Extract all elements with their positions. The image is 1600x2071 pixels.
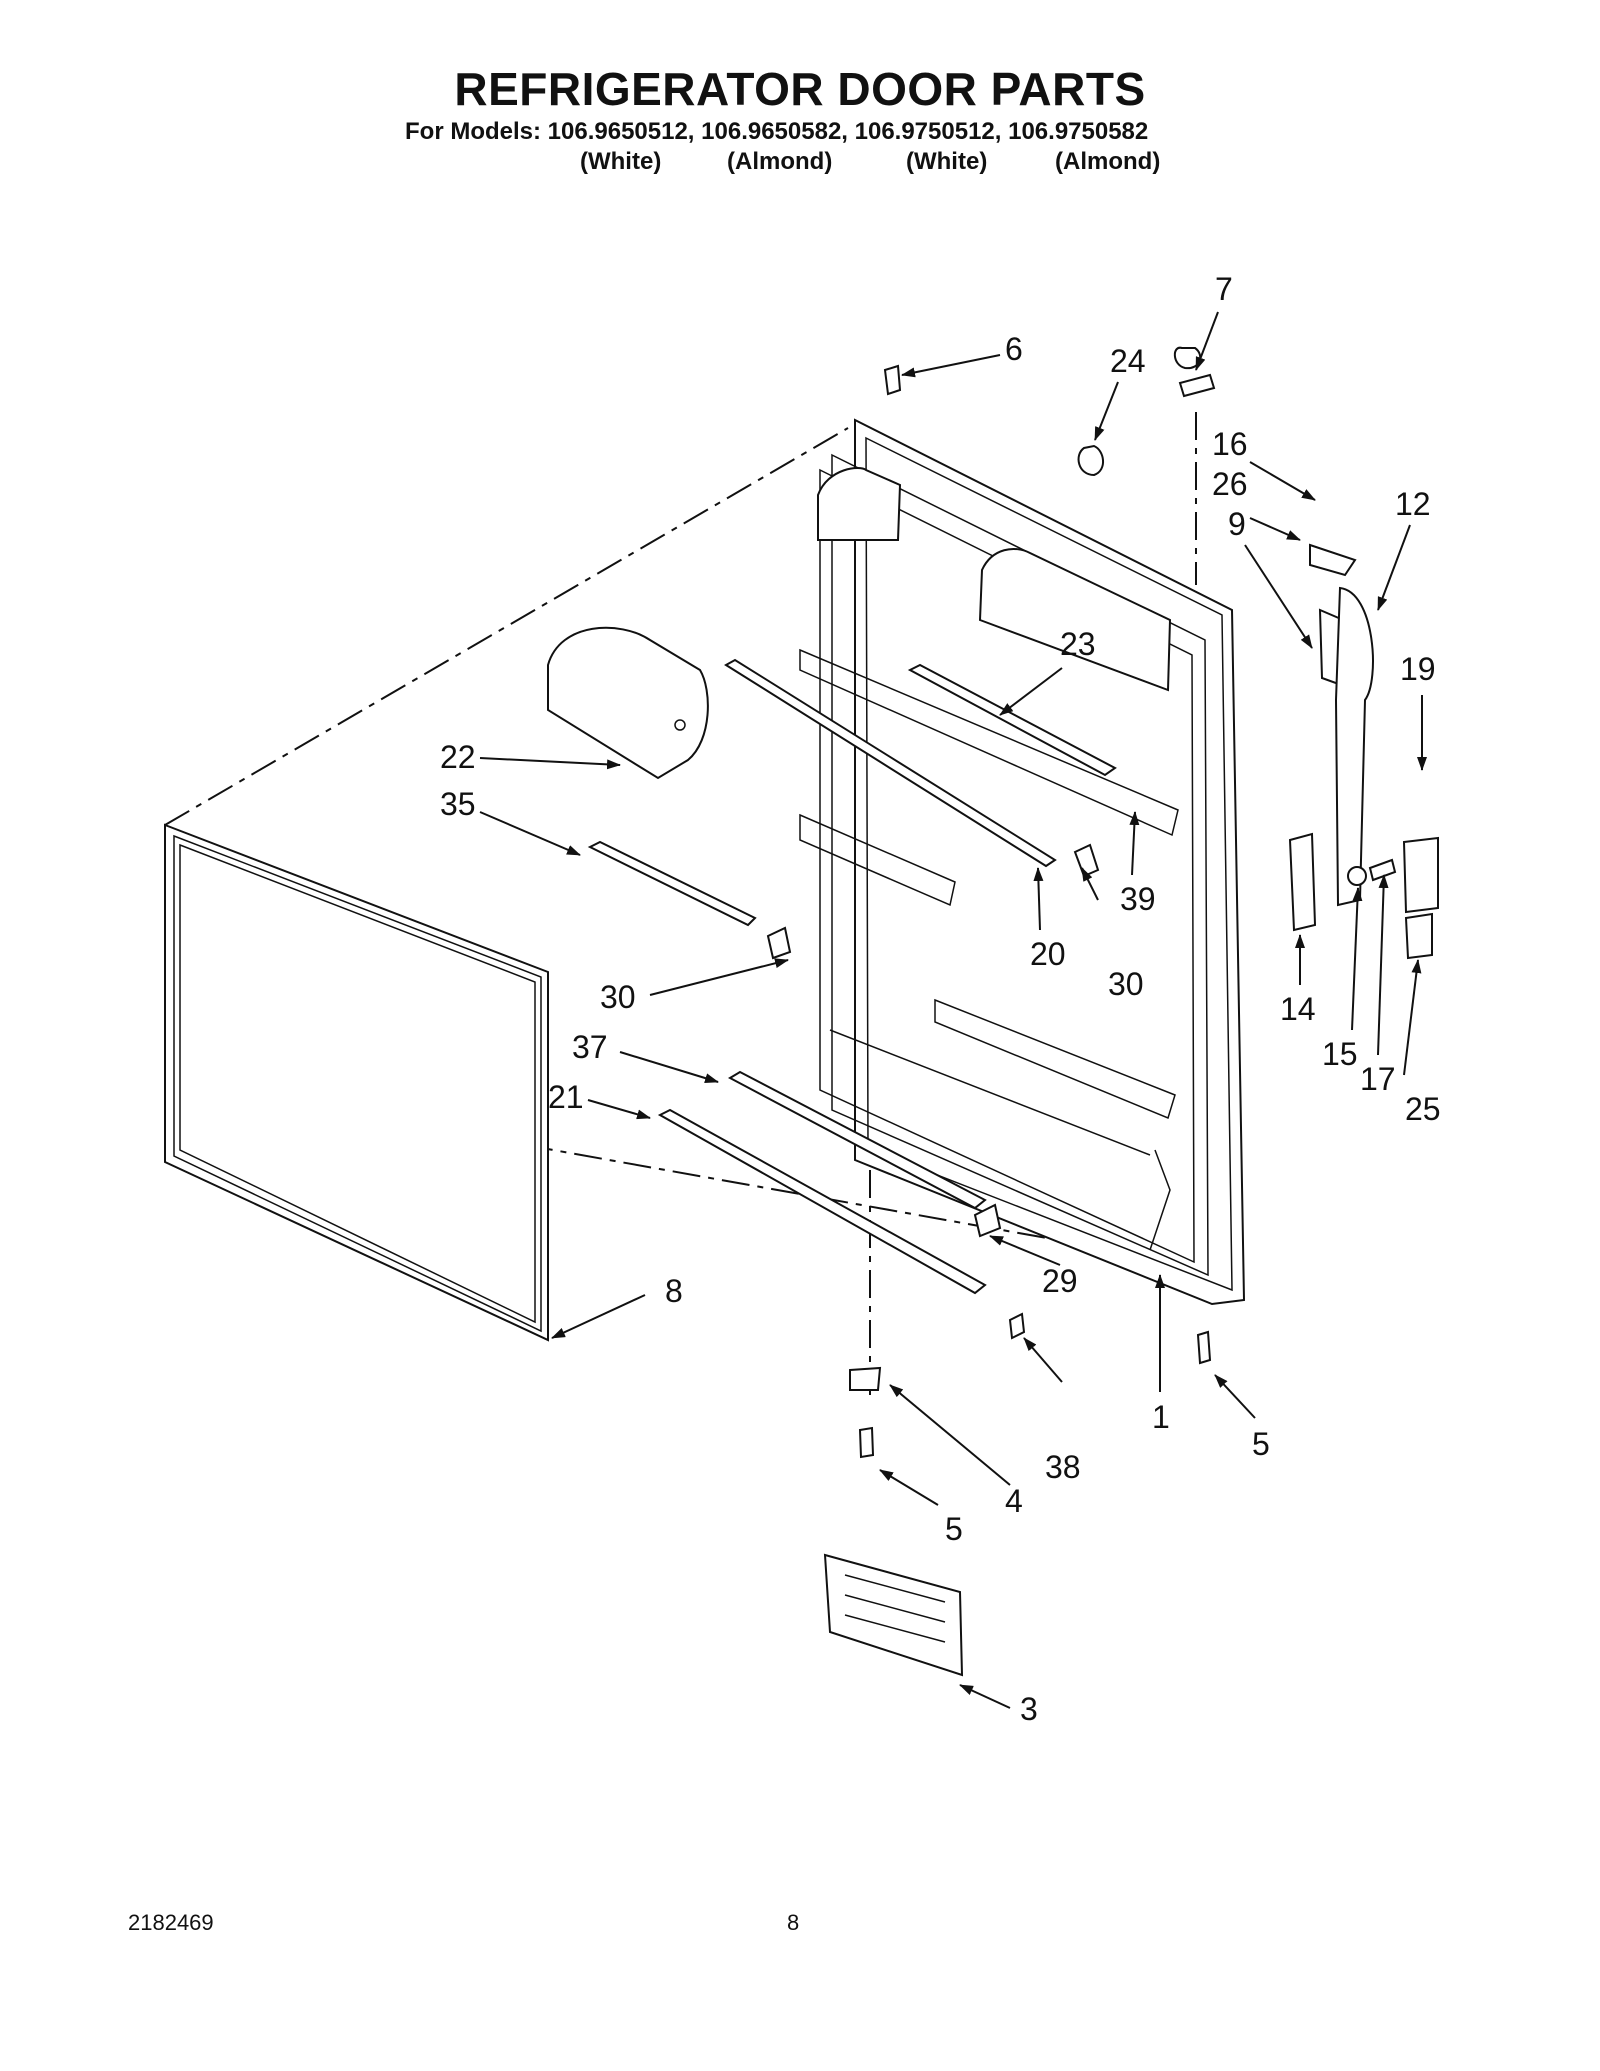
callout-numbers: 6 7 24 16 26 9 12 19 23 22 35 39 20 30 3… (440, 271, 1441, 1727)
color-label-white-2: (White) (906, 148, 988, 175)
callout-8: 8 (665, 1273, 683, 1309)
callout-17: 17 (1360, 1061, 1396, 1097)
callout-30-left: 30 (600, 979, 636, 1015)
callout-14: 14 (1280, 991, 1316, 1027)
door-gasket (164, 823, 549, 1342)
callout-15: 15 (1322, 1036, 1358, 1072)
color-label-white-1: (White) (580, 148, 662, 175)
callout-4: 4 (1005, 1483, 1023, 1519)
callout-5-right: 5 (1252, 1426, 1270, 1462)
hinge-and-handle-parts (849, 346, 1439, 1459)
callout-1: 1 (1152, 1399, 1170, 1435)
door-shelf-bars (587, 658, 1117, 1340)
page-title: REFRIGERATOR DOOR PARTS (454, 63, 1146, 115)
callout-38: 38 (1045, 1449, 1081, 1485)
callout-22: 22 (440, 739, 476, 775)
callout-25: 25 (1405, 1091, 1441, 1127)
color-label-almond-1: (Almond) (727, 148, 833, 175)
callout-30-right: 30 (1108, 966, 1144, 1002)
page-number: 8 (787, 1910, 800, 1935)
color-label-almond-2: (Almond) (1055, 148, 1161, 175)
callout-37: 37 (572, 1029, 608, 1065)
callout-19: 19 (1400, 651, 1436, 687)
callout-29: 29 (1042, 1263, 1078, 1299)
callout-23: 23 (1060, 626, 1096, 662)
leader-lines (479, 311, 1427, 1709)
callout-9: 9 (1228, 506, 1246, 542)
models-line: For Models: 106.9650512, 106.9650582, 10… (405, 118, 1149, 145)
callout-5-bottom: 5 (945, 1511, 963, 1547)
callout-16: 16 (1212, 426, 1248, 462)
callout-12: 12 (1395, 486, 1431, 522)
door-liner (799, 418, 1246, 1306)
callout-21: 21 (548, 1079, 584, 1115)
crisper-cover-part (547, 626, 709, 780)
document-number: 2182469 (128, 1910, 214, 1935)
callout-20: 20 (1030, 936, 1066, 972)
callout-3: 3 (1020, 1691, 1038, 1727)
callout-24: 24 (1110, 343, 1146, 379)
callout-7: 7 (1215, 271, 1233, 307)
callout-26: 26 (1212, 466, 1248, 502)
callout-6: 6 (1005, 331, 1023, 367)
callout-35: 35 (440, 786, 476, 822)
callout-39: 39 (1120, 881, 1156, 917)
light-shield-part (823, 1553, 964, 1677)
